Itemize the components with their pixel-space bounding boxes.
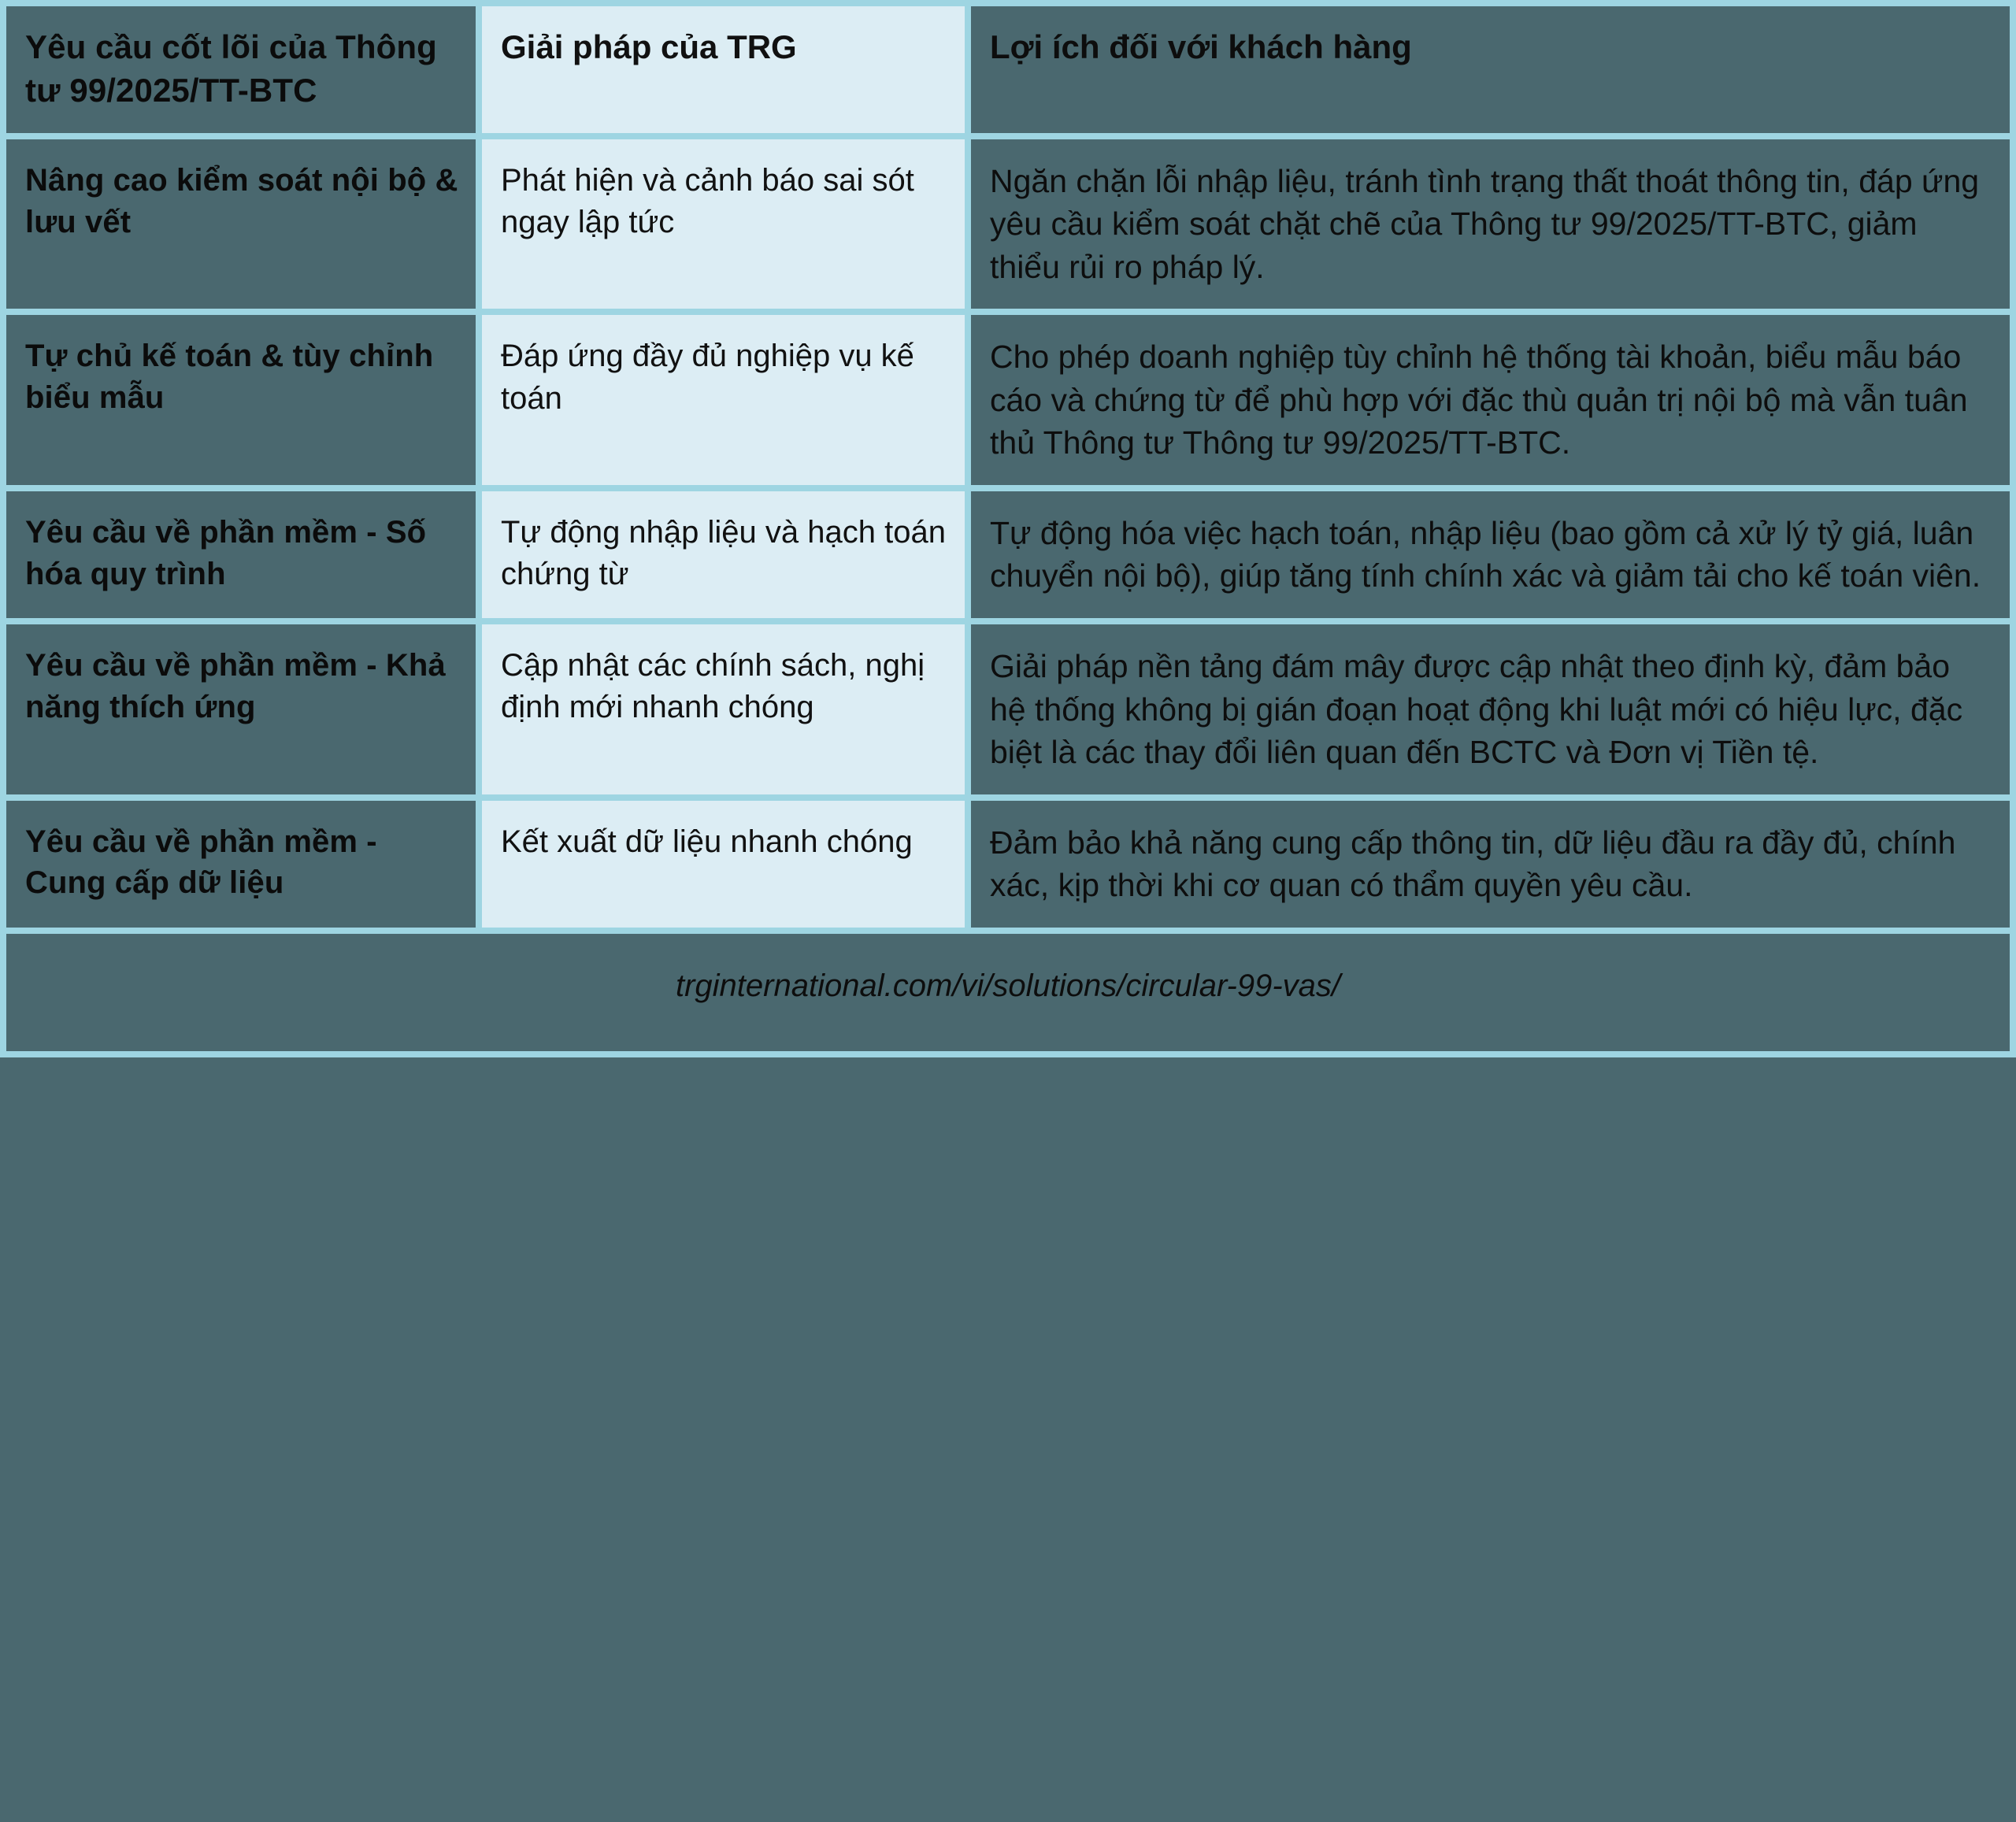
cell-solution: Phát hiện và cảnh báo sai sót ngay lập t…: [476, 132, 965, 309]
cell-requirement: Yêu cầu về phần mềm - Khả năng thích ứng: [0, 618, 476, 794]
bottom-strip: [0, 1057, 2016, 1122]
cell-solution: Tự động nhập liệu và hạch toán chứng từ: [476, 484, 965, 618]
cell-benefit: Ngăn chặn lỗi nhập liệu, tránh tình trạn…: [965, 132, 2016, 309]
footer-row: trginternational.com/vi/solutions/circul…: [0, 927, 2016, 1057]
table-row: Yêu cầu về phần mềm - Số hóa quy trình T…: [0, 484, 2016, 618]
cell-benefit: Đảm bảo khả năng cung cấp thông tin, dữ …: [965, 794, 2016, 928]
table-row: Yêu cầu về phần mềm - Khả năng thích ứng…: [0, 618, 2016, 794]
table-row: Nâng cao kiểm soát nội bộ & lưu vết Phát…: [0, 132, 2016, 309]
cell-requirement: Yêu cầu về phần mềm - Cung cấp dữ liệu: [0, 794, 476, 928]
cell-solution: Cập nhật các chính sách, nghị định mới n…: [476, 618, 965, 794]
table-row: Tự chủ kế toán & tùy chỉnh biểu mẫu Đáp …: [0, 309, 2016, 485]
cell-benefit: Cho phép doanh nghiệp tùy chỉnh hệ thống…: [965, 309, 2016, 485]
comparison-table: Yêu cầu cốt lõi của Thông tư 99/2025/TT-…: [0, 0, 2016, 1057]
table-header: Yêu cầu cốt lõi của Thông tư 99/2025/TT-…: [0, 0, 2016, 133]
table-body: Nâng cao kiểm soát nội bộ & lưu vết Phát…: [0, 132, 2016, 1057]
cell-requirement: Tự chủ kế toán & tùy chỉnh biểu mẫu: [0, 309, 476, 485]
table-row: Yêu cầu về phần mềm - Cung cấp dữ liệu K…: [0, 794, 2016, 928]
cell-solution: Kết xuất dữ liệu nhanh chóng: [476, 794, 965, 928]
column-header-solution: Giải pháp của TRG: [476, 0, 965, 133]
cell-requirement: Yêu cầu về phần mềm - Số hóa quy trình: [0, 484, 476, 618]
cell-solution: Đáp ứng đầy đủ nghiệp vụ kế toán: [476, 309, 965, 485]
column-header-benefit: Lợi ích đối với khách hàng: [965, 0, 2016, 133]
cell-benefit: Giải pháp nền tảng đám mây được cập nhật…: [965, 618, 2016, 794]
cell-benefit: Tự động hóa việc hạch toán, nhập liệu (b…: [965, 484, 2016, 618]
cell-requirement: Nâng cao kiểm soát nội bộ & lưu vết: [0, 132, 476, 309]
header-row: Yêu cầu cốt lõi của Thông tư 99/2025/TT-…: [0, 0, 2016, 133]
column-header-requirement: Yêu cầu cốt lõi của Thông tư 99/2025/TT-…: [0, 0, 476, 133]
source-url-label: trginternational.com/vi/solutions/circul…: [0, 927, 2016, 1057]
